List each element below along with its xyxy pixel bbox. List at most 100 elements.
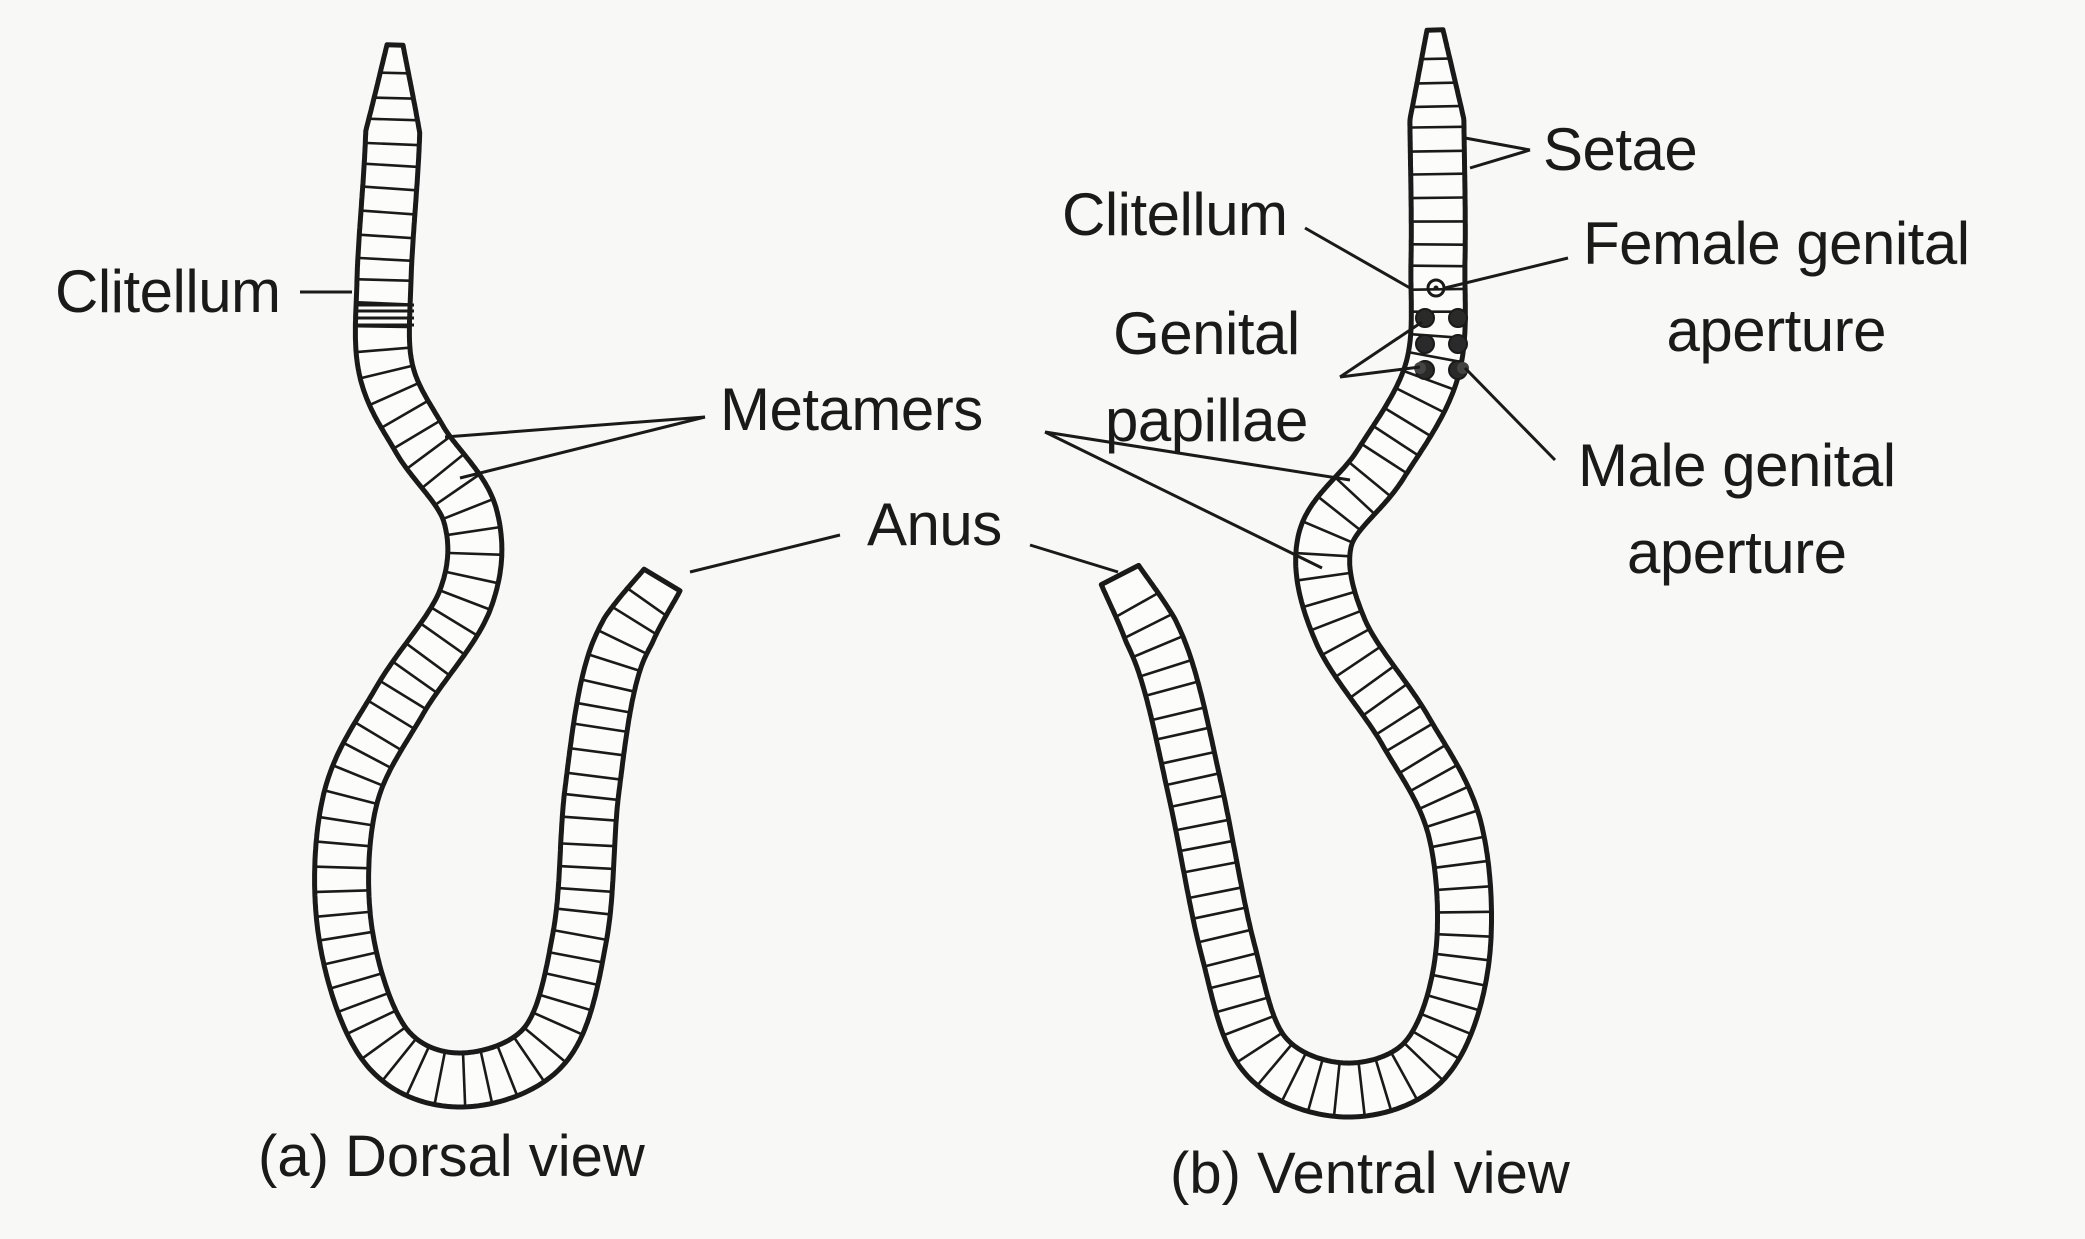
ventral-segment-39 (1438, 885, 1489, 892)
label-female-genital-aperture: Female genital aperture (1583, 200, 1970, 374)
dorsal-segment-2 (370, 117, 416, 122)
ventral-segment-25 (1304, 591, 1354, 608)
ventral-segment-2 (1414, 104, 1459, 109)
dorsal-segment-4 (366, 162, 417, 169)
dorsal-view-worm (312, 42, 683, 1110)
ventral-segment-13 (1410, 351, 1460, 363)
dorsal-segment-60 (560, 886, 611, 893)
dorsal-segment-25 (432, 607, 477, 636)
ventral-segment-55 (1237, 1032, 1282, 1063)
genital-papilla-2 (1415, 334, 1435, 354)
ventral-segment-52 (1307, 1060, 1324, 1110)
ventral-segment-74 (1125, 613, 1172, 639)
ventral-segment-31 (1376, 705, 1421, 735)
ventral-segment-17 (1374, 425, 1418, 456)
ventral-segment-14 (1404, 370, 1453, 391)
dorsal-segment-61 (561, 864, 612, 871)
ventral-segment-64 (1181, 840, 1232, 852)
dorsal-segment-27 (406, 643, 449, 676)
ventral-segment-61 (1194, 906, 1245, 920)
dorsal-segment-69 (583, 678, 633, 693)
ventral-segment-30 (1363, 684, 1407, 716)
dorsal-segment-41 (325, 951, 376, 966)
ventral-segment-6 (1412, 196, 1464, 200)
ventral-segment-3 (1411, 125, 1463, 129)
ventral-segment-47 (1404, 1043, 1443, 1080)
dorsal-segment-37 (316, 865, 367, 870)
ventral-segment-43 (1433, 974, 1484, 987)
dorsal-segment-5 (364, 185, 415, 192)
ventral-segment-63 (1185, 861, 1236, 874)
dorsal-segment-8 (359, 256, 410, 262)
leader-metamers-ventral-upper (1044, 430, 1351, 482)
dorsal-segment-47 (406, 1047, 430, 1095)
label-papillae-line1: Genital (1113, 300, 1300, 367)
dorsal-segment-58 (555, 929, 605, 941)
label-papillae-line2: papillae (1105, 387, 1308, 454)
leader-metamers-ventral-lower (1044, 430, 1323, 570)
dorsal-segment-9 (358, 278, 410, 282)
ventral-segment-75 (1116, 592, 1158, 618)
female-genital-aperture-center (1433, 285, 1439, 291)
ventral-segment-38 (1436, 859, 1487, 869)
ventral-segment-32 (1387, 723, 1432, 752)
dorsal-segment-14 (370, 382, 418, 406)
dorsal-segment-73 (627, 588, 666, 616)
dorsal-segment-52 (513, 1037, 545, 1081)
dorsal-segment-45 (362, 1027, 405, 1059)
ventral-segment-16 (1385, 407, 1430, 437)
label-metamers: Metamers (720, 376, 983, 443)
ventral-segment-23 (1297, 551, 1348, 558)
ventral-segment-40 (1439, 910, 1490, 914)
ventral-segment-68 (1163, 751, 1213, 765)
dorsal-segment-46 (382, 1039, 417, 1081)
dorsal-segment-17 (407, 436, 450, 469)
leader-metamers-upper (444, 415, 706, 439)
dorsal-segment-29 (380, 680, 426, 710)
ventral-segment-66 (1172, 794, 1223, 808)
dorsal-segment-21 (448, 526, 499, 537)
ventral-segment-26 (1312, 610, 1361, 631)
dorsal-segment-56 (546, 972, 597, 986)
ventral-segment-71 (1147, 680, 1197, 697)
dorsal-segment-34 (326, 789, 376, 805)
dorsal-segment-71 (599, 629, 646, 655)
dorsal-segment-51 (496, 1046, 518, 1095)
caption-dorsal-view: (a) Dorsal view (258, 1124, 645, 1189)
dorsal-body-outline (312, 42, 683, 1110)
ventral-segment-62 (1190, 886, 1241, 899)
ventral-segment-51 (1332, 1064, 1341, 1115)
dorsal-segment-24 (441, 589, 489, 611)
leader-papillae-lower (1339, 365, 1421, 379)
dorsal-segment-49 (461, 1054, 467, 1106)
ventral-segment-53 (1281, 1054, 1307, 1101)
ventral-segment-72 (1141, 659, 1191, 678)
dorsal-segment-55 (541, 994, 590, 1012)
ventral-segment-57 (1217, 996, 1267, 1013)
ventral-segment-45 (1422, 1013, 1470, 1035)
dorsal-segment-72 (613, 606, 656, 635)
dorsal-segment-42 (331, 972, 381, 990)
ventral-segment-46 (1413, 1031, 1459, 1059)
ventral-segment-18 (1362, 443, 1406, 474)
leader-setae-upper (1464, 136, 1531, 152)
dorsal-segment-57 (550, 951, 601, 964)
dorsal-segment-31 (355, 722, 401, 751)
ventral-segment-35 (1420, 786, 1468, 810)
dorsal-segment-33 (334, 764, 382, 787)
ventral-segment-70 (1153, 706, 1203, 721)
ventral-segment-50 (1357, 1064, 1366, 1115)
dorsal-segment-28 (393, 661, 437, 693)
dorsal-segment-48 (433, 1053, 446, 1103)
dorsal-segment-40 (320, 930, 371, 942)
ventral-body-outline (1098, 27, 1494, 1120)
ventral-segment-24 (1298, 571, 1349, 582)
ventral-segment-0 (1422, 57, 1449, 61)
label-anus: Anus (867, 491, 1002, 558)
ventral-segment-69 (1157, 726, 1208, 741)
dorsal-segment-39 (318, 910, 369, 918)
leader-female-aperture (1444, 256, 1569, 290)
dorsal-segment-1 (375, 96, 412, 100)
ventral-segment-19 (1349, 462, 1390, 497)
